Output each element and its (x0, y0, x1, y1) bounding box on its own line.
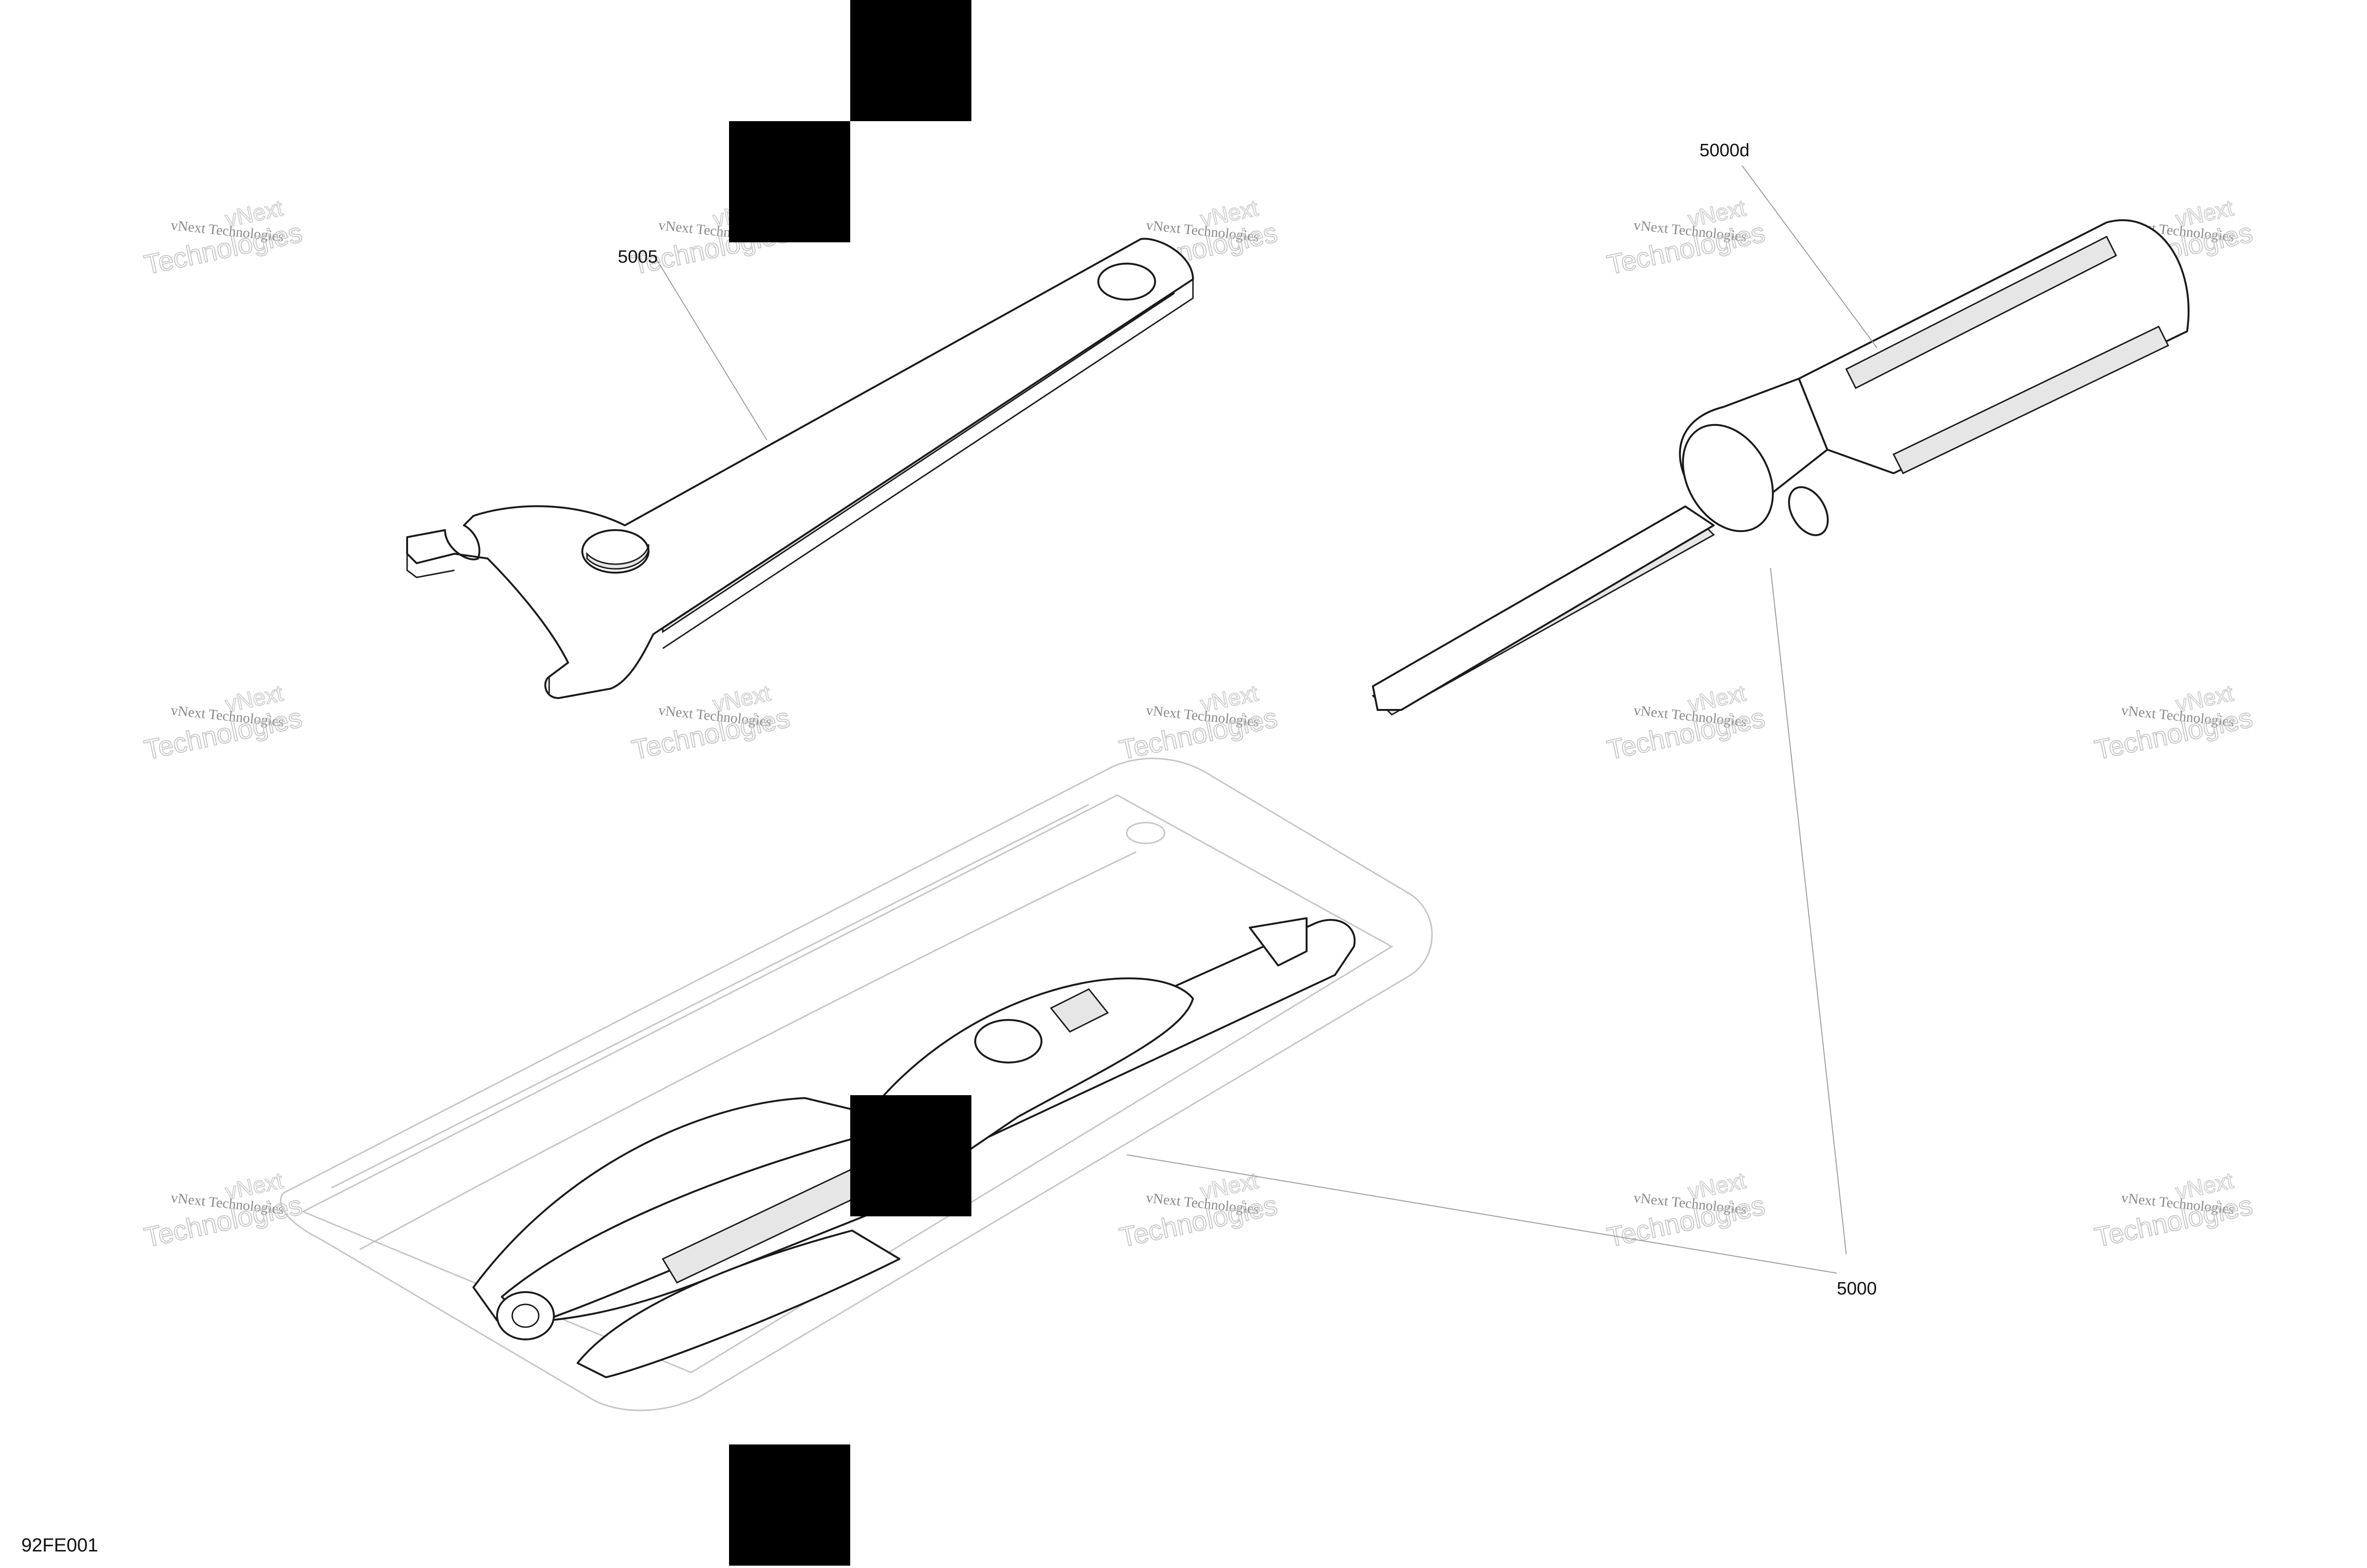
callout-5000d: 5000d (1700, 141, 1750, 160)
tool-kit-pouch (280, 758, 1433, 1411)
callout-5000: 5000 (1837, 1279, 1877, 1299)
spanner-wrench (406, 238, 1194, 699)
screwdriver (1371, 219, 2190, 716)
callout-5005: 5005 (618, 247, 658, 267)
figure-code: 92FE001 (21, 1535, 98, 1556)
registration-marks (729, 0, 971, 1566)
leader-lines (655, 165, 1878, 1274)
